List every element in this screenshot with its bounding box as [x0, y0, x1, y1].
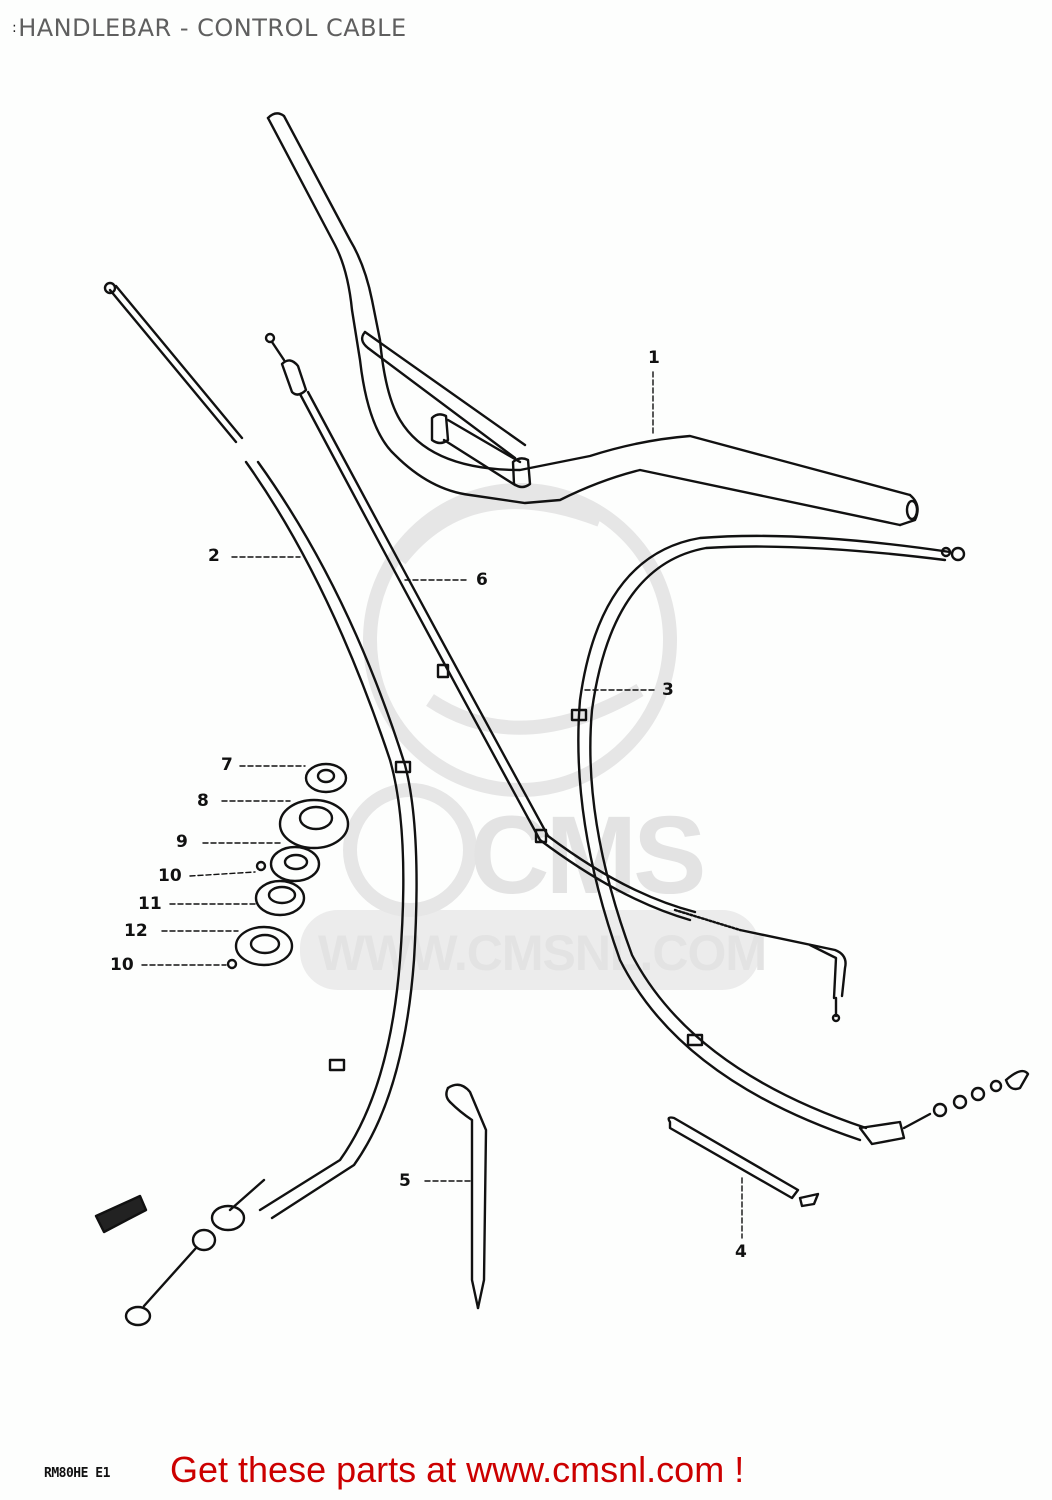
cable-6-drawing: [264, 332, 847, 1023]
callout-10-upper: 10: [158, 866, 182, 886]
front-arrow-drawing: [94, 1194, 148, 1234]
cable-2-drawing: [103, 281, 418, 1327]
callout-5: 5: [399, 1171, 411, 1191]
promo-link[interactable]: Get these parts at www.cmsnl.com !: [170, 1449, 745, 1490]
model-code: RM80HE E1: [44, 1466, 110, 1481]
title-prefix-glyph: :: [12, 20, 18, 36]
callout-1: 1: [648, 348, 660, 368]
watermark-logo-text: CMS: [470, 794, 706, 917]
callout-7: 7: [221, 755, 233, 775]
callout-11: 11: [138, 894, 162, 914]
handlebar-drawing: [266, 112, 919, 527]
callout-9: 9: [176, 832, 188, 852]
callout-10-lower: 10: [110, 955, 134, 975]
callout-2: 2: [208, 546, 220, 566]
callout-4: 4: [735, 1242, 747, 1262]
callout-3: 3: [662, 680, 674, 700]
watermark-url-text: WWW.CMSNL.COM: [318, 925, 767, 981]
page-title: :HANDLEBAR - CONTROL CABLE: [12, 14, 407, 42]
callout-8: 8: [197, 791, 209, 811]
part-4-drawing: [667, 1116, 820, 1208]
steering-parts-drawing: [226, 762, 350, 970]
callout-6: 6: [476, 570, 488, 590]
cable-3-drawing: [570, 534, 1030, 1146]
part-5-drawing: [445, 1083, 488, 1310]
title-text: HANDLEBAR - CONTROL CABLE: [18, 14, 407, 42]
leader-lines: [141, 371, 743, 1239]
callout-12: 12: [124, 921, 148, 941]
